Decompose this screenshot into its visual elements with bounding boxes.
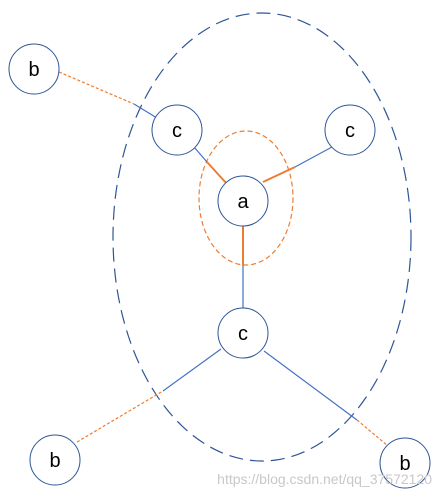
- node-top-left-b-label: b: [28, 59, 39, 81]
- edge-outer-bottom-right-b: [356, 419, 389, 447]
- outer-boundary-ellipse: [112, 12, 412, 462]
- node-bottom-right-b: b: [379, 437, 431, 489]
- node-center-a-label: a: [237, 191, 249, 213]
- node-inner-bottom-c-label: c: [238, 323, 248, 345]
- watermark-text: https://blog.csdn.net/qq_37572120: [217, 471, 432, 487]
- edge-bottom-c-to-boundary-right: [263, 350, 358, 421]
- node-bottom-right-b-label: b: [399, 453, 410, 475]
- node-bottom-left-b: b: [29, 434, 81, 486]
- node-inner-left-c-label: c: [172, 120, 182, 142]
- node-inner-bottom-c: c: [217, 307, 269, 359]
- edge-bottom-c-to-boundary-left: [162, 348, 222, 392]
- node-bottom-left-b-label: b: [49, 450, 60, 472]
- edge-a-to-inner-right-c: [262, 166, 296, 183]
- node-top-left-b: b: [8, 43, 60, 95]
- node-center-a: a: [217, 175, 269, 227]
- node-inner-right-c-label: c: [345, 120, 355, 142]
- edge-inner-left-c-segment: [193, 146, 208, 163]
- edge-outer-top-left-b: [58, 71, 135, 105]
- edge-a-to-inner-left-c: [206, 161, 228, 185]
- inner-boundary-ellipse: [198, 130, 294, 266]
- edge-outer-bottom-left-b: [76, 390, 164, 443]
- edge-inner-right-c-segment: [294, 146, 333, 168]
- node-inner-right-c: c: [324, 104, 376, 156]
- edge-inner-left-c-to-boundary: [133, 103, 158, 119]
- node-inner-left-c: c: [151, 104, 203, 156]
